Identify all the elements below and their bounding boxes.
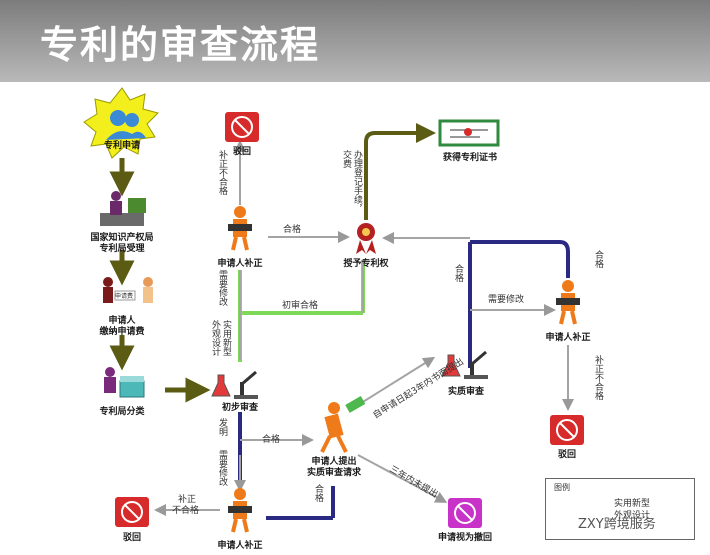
edges <box>109 123 574 520</box>
path-utility-design: 实用新型外观设计 <box>210 320 231 356</box>
path-qualified-right-mid: 合格 <box>453 264 463 282</box>
node-applicant-pays-line2: 缴纳申请费 <box>99 327 145 337</box>
watermark: ZXY跨境服务 <box>578 517 656 532</box>
node-deemed-withdrawn: 申请视为撤回 <box>437 533 493 543</box>
reject-right-icon <box>550 415 584 445</box>
node-applicant-amend-right: 申请人补正 <box>545 333 591 343</box>
edge-request-to-withdrawn <box>357 454 448 503</box>
node-reject-right: 驳回 <box>557 450 577 460</box>
path-invention: 发明 <box>217 418 227 436</box>
path-prelim-qualified: 初审合格 <box>282 301 319 311</box>
path-register-fee: 办理登记手续，交费 <box>341 150 362 213</box>
path-amend-not-qualified-right: 补正不合格 <box>593 355 603 400</box>
title-bar: 专利的审查流程 <box>0 0 710 82</box>
grant-seal-icon <box>356 223 376 254</box>
edge-navy-right <box>470 240 570 278</box>
node-get-certificate: 获得专利证书 <box>442 153 498 163</box>
node-grant-patent: 授予专利权 <box>343 259 389 269</box>
edge-grant-to-cert <box>364 123 436 220</box>
reject-top-icon <box>225 112 259 142</box>
path-qualified-bottom: 合格 <box>313 484 323 502</box>
applicant-request-figure-icon <box>320 396 366 453</box>
certificate-icon <box>438 119 500 147</box>
path-qualified-right-top: 合格 <box>593 250 603 268</box>
patent-application-badge-icon <box>83 87 159 159</box>
node-applicant-amend-top: 申请人补正 <box>217 259 263 269</box>
path-amend-not-qualified-top: 补正不合格 <box>217 150 227 195</box>
path-need-modify-bottom: 需要修改 <box>217 450 227 486</box>
withdrawn-icon <box>448 498 482 528</box>
applicant-right-figure-icon <box>556 280 580 325</box>
sipo-office-worker-icon <box>100 191 146 226</box>
node-prelim-exam: 初步审查 <box>221 403 259 413</box>
edge-request-to-substantive <box>357 356 436 406</box>
substantive-lab-icon <box>441 350 488 379</box>
applicant-paying-icon <box>103 277 153 303</box>
path-amend-not-qualified-bottom-2: 不合格 <box>172 506 200 516</box>
node-applicant-pays-line1: 申请人 <box>108 316 136 326</box>
applicant-top-figure-icon <box>228 206 252 251</box>
node-patent-application: 专利申请 <box>103 141 141 151</box>
legend-header: 图例 <box>554 483 570 492</box>
path-qualified-to-grant: 合格 <box>283 225 302 235</box>
node-patent-office-classify: 专利局分类 <box>99 407 145 417</box>
applicant-bottom-figure-icon <box>228 488 252 533</box>
legend: 图例 实用新型 外观设计 <box>545 478 695 540</box>
node-sipo-line1: 国家知识产权局 <box>90 233 154 243</box>
page-title: 专利的审查流程 <box>40 23 321 67</box>
node-applicant-request-line2: 实质审查请求 <box>306 468 362 478</box>
node-applicant-amend-bottom: 申请人补正 <box>217 541 263 551</box>
reject-bottom-icon <box>115 497 149 527</box>
patent-office-classify-icon <box>104 367 145 398</box>
path-amend-not-qualified-bottom-1: 补正 <box>178 495 197 505</box>
node-sipo-line2: 专利局受理 <box>99 244 145 254</box>
node-reject-top: 驳回 <box>232 147 252 157</box>
node-applicant-request-line1: 申请人提出 <box>311 457 357 467</box>
node-substantive-exam: 实质审查 <box>447 387 485 397</box>
path-need-modify-right: 需要修改 <box>488 295 525 305</box>
pay-tag: 申请费 <box>115 293 134 300</box>
legend-item-utility: 实用新型 <box>614 499 651 509</box>
node-reject-bottom: 驳回 <box>122 533 142 543</box>
path-need-modify-top: 需要修改 <box>217 270 227 306</box>
path-qualified-mid: 合格 <box>262 435 281 445</box>
lab-equipment-icon <box>211 370 258 399</box>
legend-item-design: 外观设计 <box>614 511 651 521</box>
